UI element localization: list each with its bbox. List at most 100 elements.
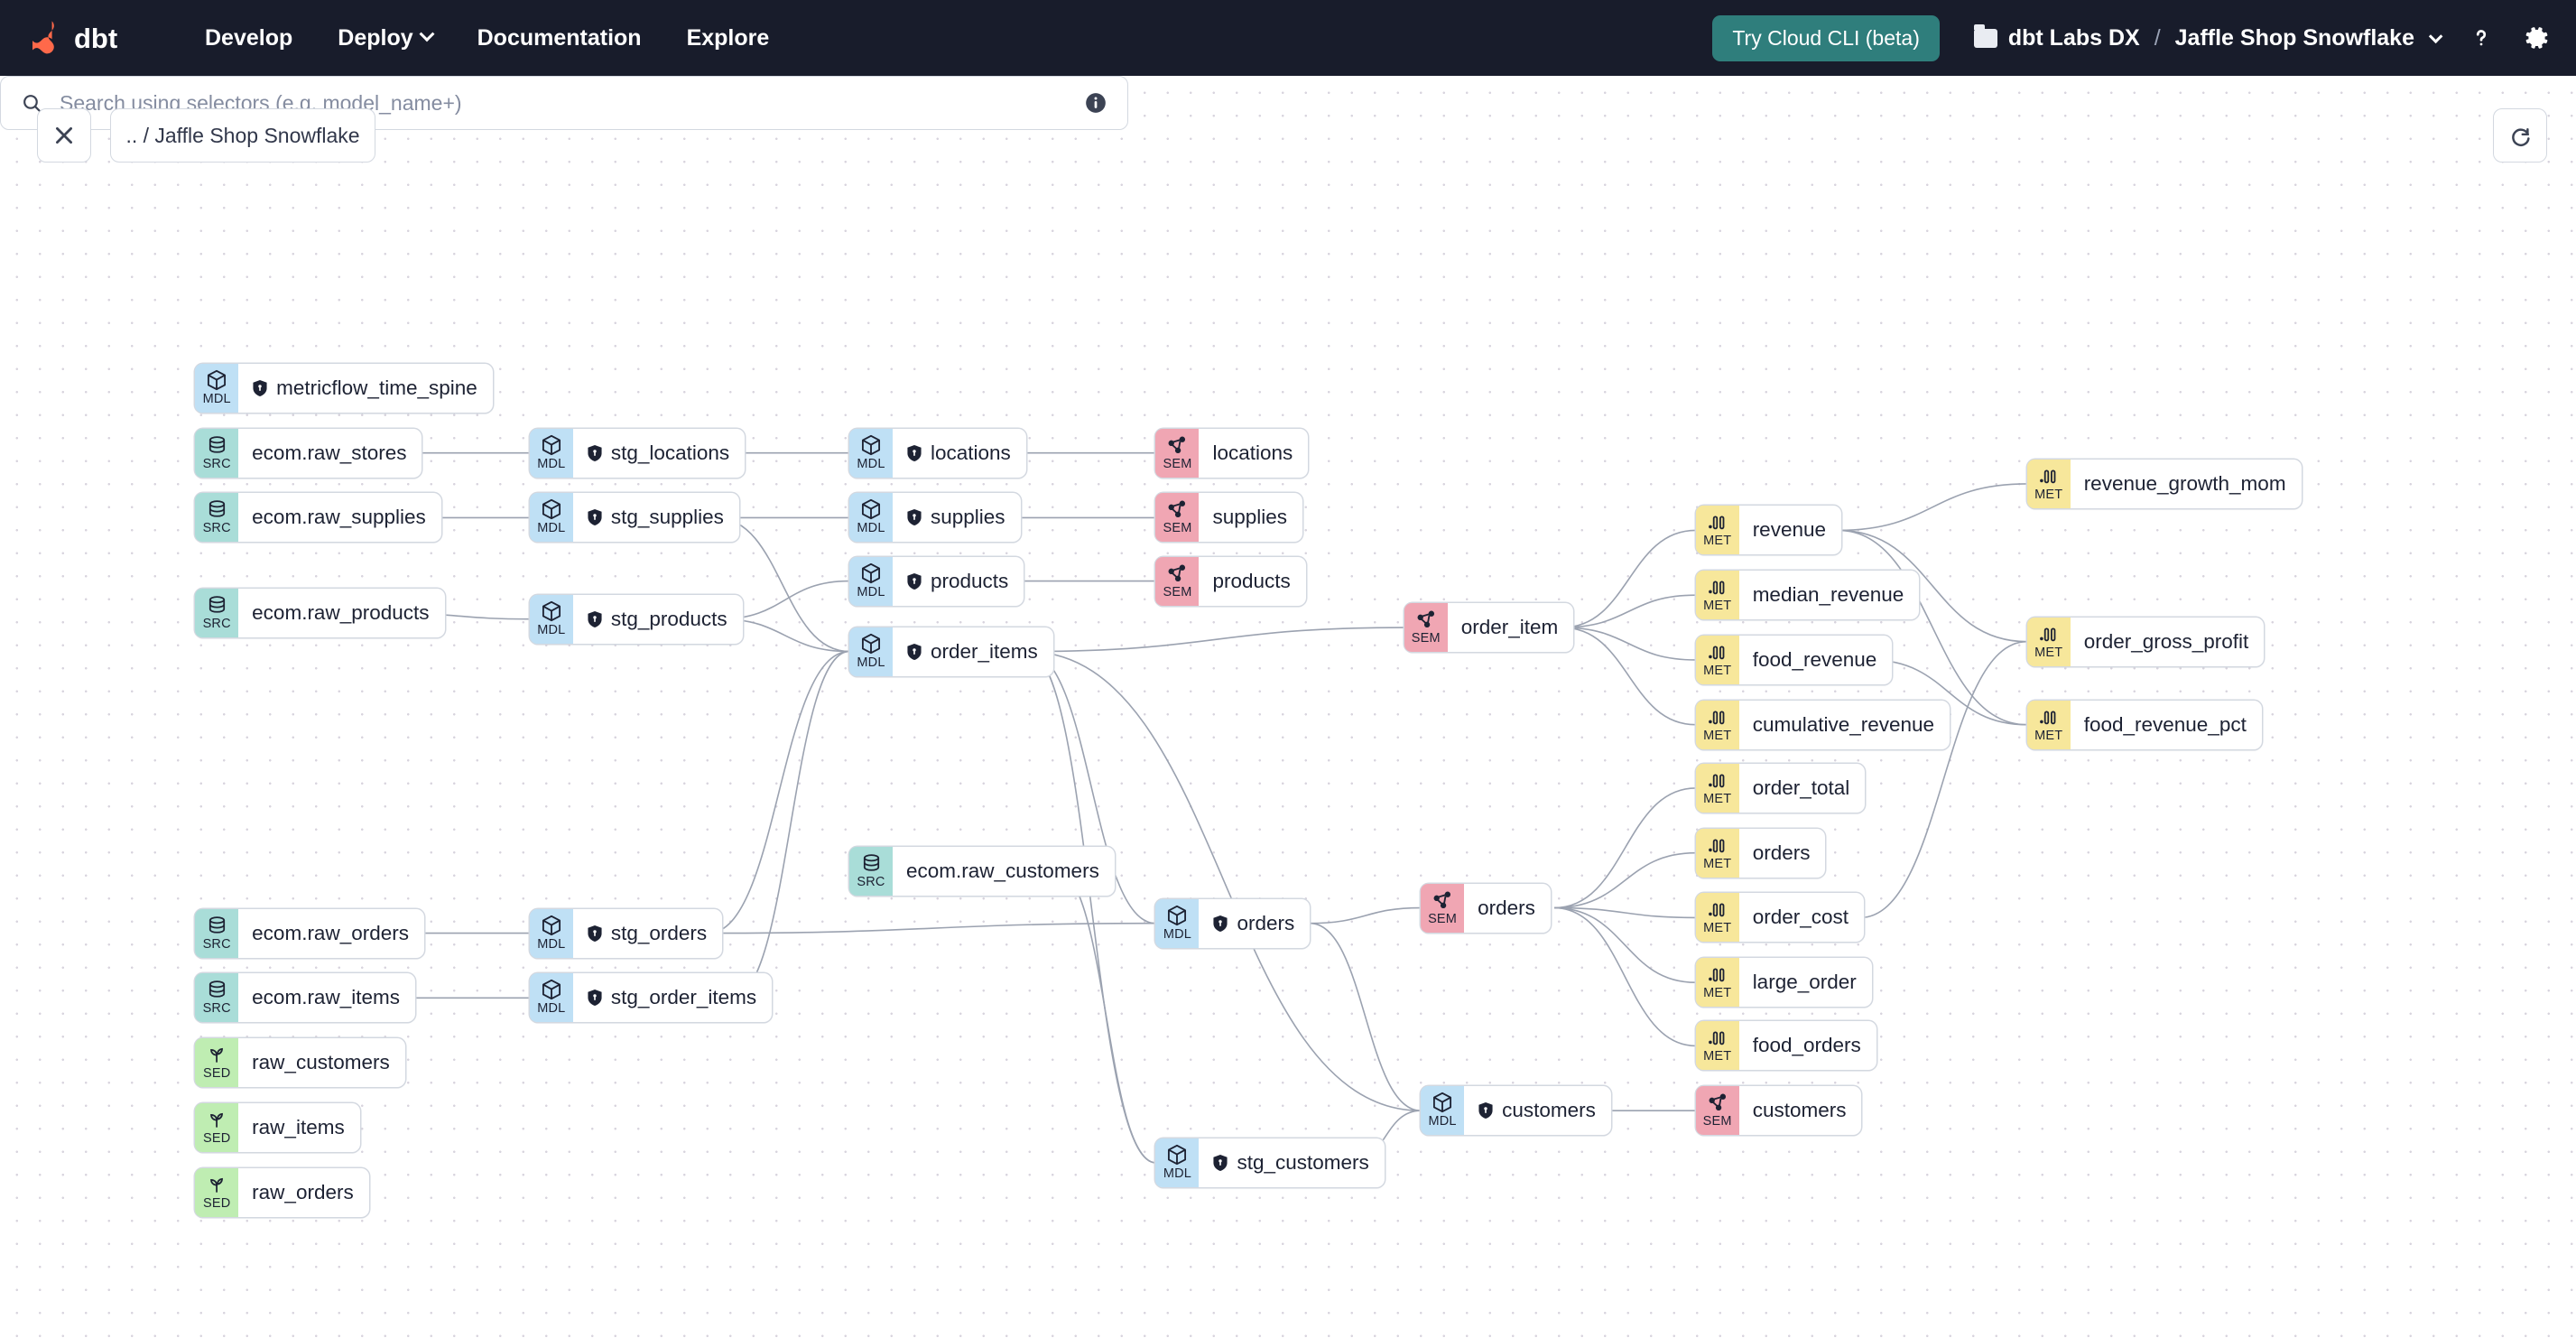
cube-icon — [1165, 1144, 1189, 1166]
nav-link-deploy[interactable]: Deploy — [315, 25, 454, 51]
node-label: order_gross_profit — [2071, 618, 2265, 666]
node-type-label: MDL — [1163, 1166, 1192, 1181]
gear-icon[interactable] — [2524, 24, 2551, 51]
cube-icon — [859, 434, 883, 457]
bar-chart-icon — [1706, 1027, 1728, 1049]
breadcrumb-chip[interactable]: .. / Jaffle Shop Snowflake — [110, 108, 375, 163]
node-type-label: MET — [1703, 663, 1732, 678]
node-type-label: MET — [1703, 791, 1732, 806]
node-type-label: MDL — [1428, 1114, 1457, 1129]
node-type-label: MDL — [537, 456, 566, 471]
node-label: median_revenue — [1739, 571, 1920, 619]
node-label-text: revenue — [1752, 518, 1826, 542]
node-label: order_item — [1448, 603, 1574, 652]
cube-icon — [859, 562, 883, 585]
node-type-badge-met: MET — [1695, 506, 1739, 555]
database-icon — [206, 595, 228, 617]
help-icon[interactable] — [2468, 24, 2495, 51]
node-type-label: MDL — [537, 1001, 566, 1017]
node-type-label: SEM — [1163, 521, 1192, 536]
graph-node-ecom_raw_items[interactable]: SRC ecom.raw_items — [195, 973, 415, 1023]
nav-link-explore[interactable]: Explore — [664, 25, 792, 51]
chevron-down-icon — [2428, 29, 2443, 43]
graph-node-met_revenue[interactable]: MET revenue — [1695, 506, 1841, 555]
node-label: stg_customers — [1199, 1138, 1384, 1187]
shield-icon — [906, 572, 922, 590]
node-type-badge-src: SRC — [195, 428, 239, 478]
cube-icon — [859, 633, 883, 655]
node-type-badge-mdl: MDL — [529, 493, 573, 543]
node-label-text: food_revenue_pct — [2083, 712, 2247, 736]
nav-link-documentation-label: Documentation — [477, 24, 642, 51]
node-label: locations — [1199, 429, 1308, 478]
node-type-label: SEM — [1702, 1114, 1732, 1129]
graph-node-stg_supplies[interactable]: MDL stg_supplies — [529, 493, 739, 543]
node-type-badge-sem: SEM — [1421, 883, 1465, 933]
close-button[interactable] — [37, 108, 91, 163]
node-label: order_items — [893, 627, 1053, 676]
nav-link-documentation[interactable]: Documentation — [455, 25, 664, 51]
cube-icon — [540, 600, 563, 623]
info-icon[interactable] — [1084, 91, 1107, 115]
node-label-text: order_gross_profit — [2083, 629, 2249, 653]
node-type-badge-mdl: MDL — [529, 594, 573, 644]
node-label: metricflow_time_spine — [238, 364, 493, 413]
node-label-text: raw_items — [252, 1115, 345, 1138]
node-label-text: stg_order_items — [610, 986, 757, 1009]
node-type-label: MET — [1703, 728, 1732, 743]
chevron-down-icon — [419, 26, 435, 42]
dbt-logo[interactable]: dbt — [32, 18, 134, 58]
graph-node-stg_order_items[interactable]: MDL stg_order_items — [529, 973, 773, 1023]
node-label-text: large_order — [1752, 971, 1857, 994]
nav-link-develop[interactable]: Develop — [182, 25, 315, 51]
try-cloud-cli-button[interactable]: Try Cloud CLI (beta) — [1712, 14, 1940, 61]
account-project-breadcrumb[interactable]: dbt Labs DX / Jaffle Shop Snowflake — [1973, 23, 2443, 51]
node-label: orders — [1199, 899, 1310, 948]
node-label-text: ecom.raw_items — [252, 986, 400, 1009]
bar-chart-icon — [1706, 577, 1728, 599]
refresh-button[interactable] — [2493, 108, 2547, 163]
search-bar[interactable] — [0, 76, 1128, 130]
graph-node-stg_customers[interactable]: MDL stg_customers — [1155, 1138, 1385, 1187]
node-label-text: stg_supplies — [610, 506, 724, 529]
node-type-badge-src: SRC — [195, 973, 239, 1023]
shield-icon — [587, 989, 603, 1007]
shield-icon — [906, 508, 922, 526]
